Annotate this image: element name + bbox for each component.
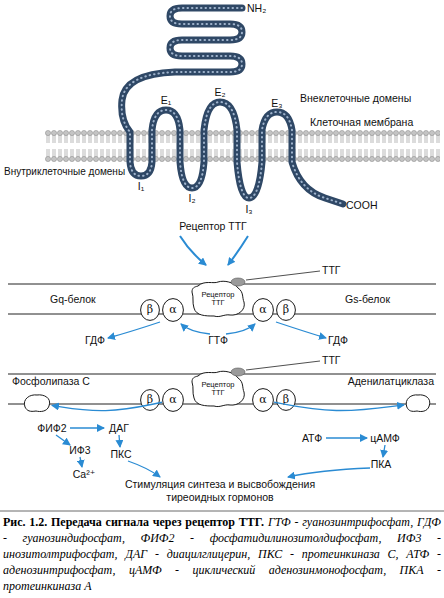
loop-label: I₁ — [138, 180, 144, 192]
g-protein-label: Gq-белок — [50, 293, 96, 305]
messenger-label: ДАГ — [109, 422, 129, 434]
flow-arrow — [56, 435, 70, 445]
g-protein-label: Gs-белок — [345, 293, 390, 305]
flow-arrow — [108, 322, 160, 338]
kinase-label: ПКА — [371, 458, 392, 470]
caption-title: Рис. 1.2. Передача сигнала через рецепто… — [3, 515, 264, 529]
tsh-ligand — [231, 278, 245, 286]
messenger-label: ФИФ2 — [37, 422, 66, 434]
flow-arrow — [383, 445, 385, 457]
membrane-label: Клеточная мембрана — [310, 116, 413, 128]
subunit-label: α — [169, 304, 176, 316]
tsh-ligand — [231, 368, 245, 376]
loop-label: I₂ — [189, 192, 196, 204]
flow-arrow — [180, 236, 206, 265]
phospholipase-blob: Фосфолипаза С — [22, 393, 52, 413]
g-protein-beta: β — [140, 389, 160, 411]
receptor-title: Рецептор ТТГ — [179, 220, 247, 232]
ligand-label: ТТГ — [322, 354, 341, 366]
flow-arrow — [181, 324, 210, 334]
caption-rule — [0, 511, 444, 512]
receptor-chain-beads — [122, 8, 343, 204]
leader-line — [246, 271, 320, 280]
ion-label: Ca²⁺ — [73, 468, 95, 480]
g-protein-beta: β — [140, 299, 160, 321]
g-protein-beta-shape — [277, 300, 296, 321]
flow-arrow — [80, 457, 82, 467]
flow-arrow — [128, 461, 160, 477]
adenylate-cyclase-blob-outline — [404, 393, 432, 413]
flow-arrow — [326, 437, 367, 438]
g-protein-beta-shape — [277, 390, 296, 411]
receptor-chain — [122, 8, 343, 204]
enzyme-label: Фосфолипаза С — [12, 375, 90, 387]
subunit-label: α — [169, 394, 176, 406]
figure-caption: Рис. 1.2. Передача сигнала через рецепто… — [3, 514, 441, 594]
outcome-label: Стимуляция синтеза и высвобождения тирео… — [115, 478, 325, 504]
g-protein-beta-shape — [141, 300, 160, 321]
subunit-label: β — [283, 394, 289, 406]
terminus-label: NH₂ — [247, 2, 266, 14]
receptor-blob-shape — [192, 371, 244, 406]
loop-label: E₂ — [214, 86, 225, 98]
messenger-label: ИФ3 — [69, 444, 90, 456]
nucleotide-label: ГДФ — [85, 334, 105, 346]
g-protein-alpha: α — [252, 388, 274, 412]
subunit-label: β — [147, 304, 153, 316]
flow-arrow — [228, 236, 248, 265]
leader-line — [246, 361, 320, 370]
receptor-label: Рецептор ТТГ — [196, 381, 240, 397]
enzyme-label: Аденилатциклаза — [348, 375, 434, 387]
receptor-label: Рецептор ТТГ — [196, 291, 240, 307]
subunit-label: β — [147, 394, 153, 406]
subunit-label: α — [259, 394, 266, 406]
g-protein-alpha-shape — [253, 299, 274, 322]
adenylate-cyclase-blob: Аденилатциклаза — [404, 393, 432, 413]
receptor-blob: Рецептор ТТГ — [190, 280, 246, 318]
g-protein-alpha-shape — [253, 389, 274, 412]
subunit-label: β — [283, 304, 289, 316]
receptor-blob-shape — [192, 281, 244, 316]
kinase-label: ПКС — [110, 448, 131, 460]
flow-arrow — [288, 468, 370, 477]
adenylate-cyclase-blob-shape — [406, 395, 430, 412]
domain-label: Внеклеточные домены — [300, 92, 411, 104]
flow-arrow — [119, 435, 120, 447]
g-protein-alpha: α — [162, 298, 184, 322]
messenger-label: цАМФ — [370, 432, 400, 444]
subunit-label: α — [259, 304, 266, 316]
flow-arrow — [70, 427, 104, 428]
receptor-blob: Рецептор ТТГ — [190, 370, 246, 408]
g-protein-beta: β — [276, 299, 296, 321]
domain-label: Внутриклеточные домены — [4, 166, 125, 178]
g-protein-alpha: α — [252, 298, 274, 322]
g-protein-alpha-shape — [163, 299, 184, 322]
nucleotide-label: ГДФ — [328, 334, 348, 346]
messenger-label: АТФ — [302, 432, 322, 444]
phospholipase-blob-outline — [22, 393, 52, 413]
g-protein-alpha-shape — [163, 389, 184, 412]
g-protein-beta-shape — [141, 390, 160, 411]
nucleotide-label: ГТФ — [208, 334, 228, 346]
loop-label: E₃ — [271, 97, 282, 109]
ligand-label: ТТГ — [322, 264, 341, 276]
g-protein-alpha: α — [162, 388, 184, 412]
cell-membrane — [45, 130, 440, 162]
g-protein-beta: β — [276, 389, 296, 411]
flow-arrow — [276, 322, 326, 338]
flow-arrow — [226, 324, 255, 334]
phospholipase-blob-shape — [24, 395, 49, 412]
terminus-label: COOH — [346, 199, 378, 211]
loop-label: I₃ — [245, 203, 252, 215]
loop-label: E₁ — [161, 94, 172, 106]
